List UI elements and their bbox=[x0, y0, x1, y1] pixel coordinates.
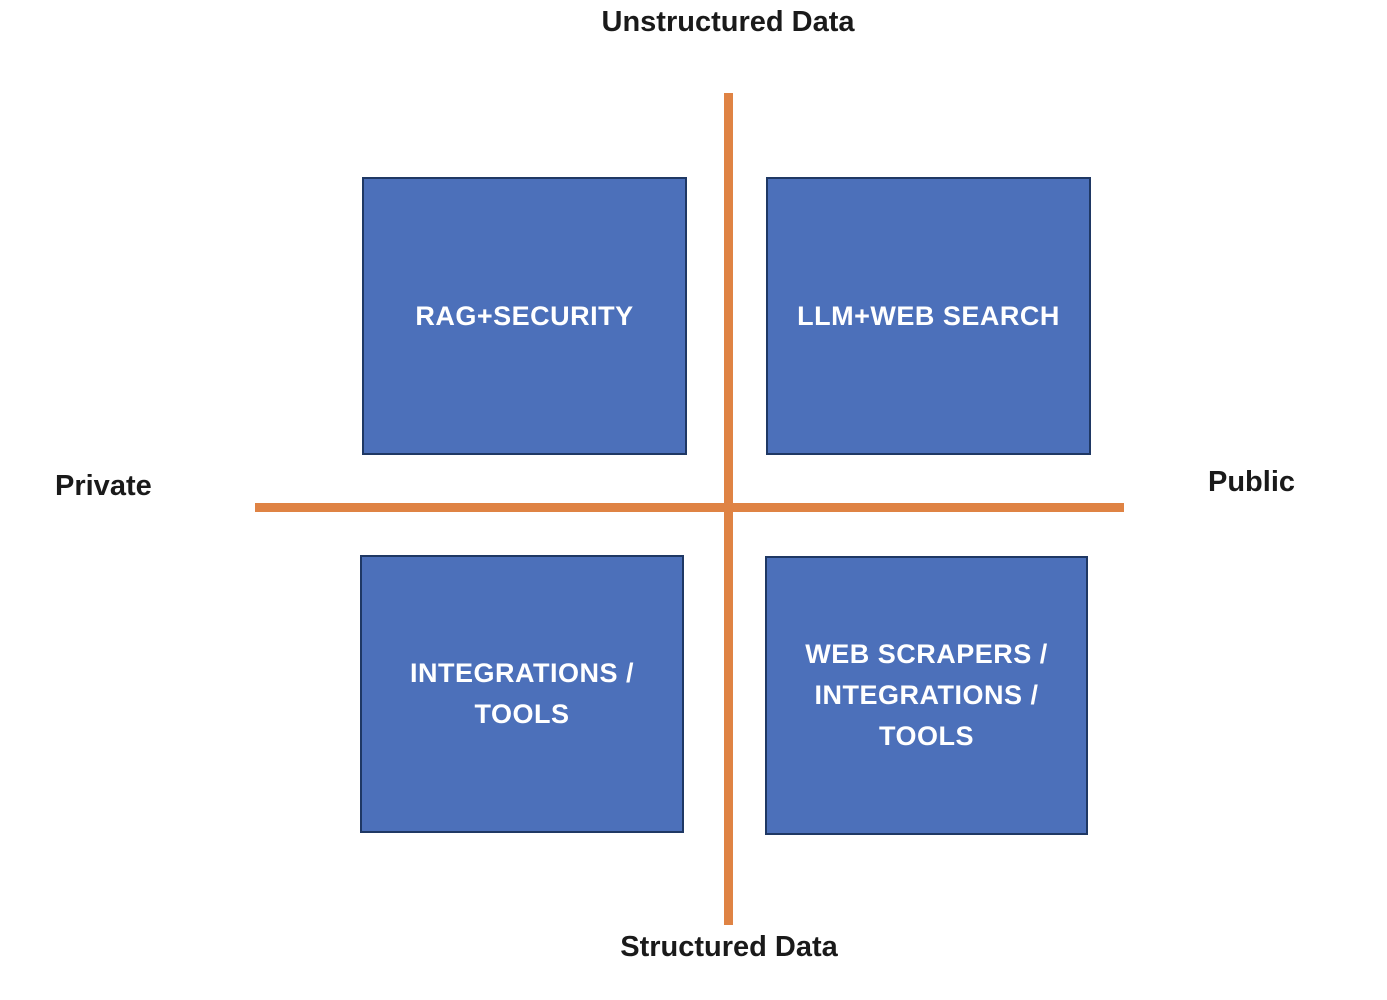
axis-label-left: Private bbox=[55, 470, 152, 502]
axis-label-bottom: Structured Data bbox=[620, 931, 838, 963]
quadrant-label-bottom-right: WEB SCRAPERS / INTEGRATIONS / TOOLS bbox=[805, 639, 1048, 751]
quadrant-box-top-left: RAG+SECURITY bbox=[362, 177, 687, 455]
quadrant-box-bottom-left: INTEGRATIONS / TOOLS bbox=[360, 555, 684, 833]
axis-label-right: Public bbox=[1208, 466, 1296, 498]
quadrant-box-top-right: LLM+WEB SEARCH bbox=[766, 177, 1091, 455]
axis-label-top: Unstructured Data bbox=[601, 6, 855, 38]
quadrant-label-bottom-left: INTEGRATIONS / TOOLS bbox=[409, 658, 634, 729]
horizontal-axis-line bbox=[255, 503, 1124, 512]
quadrant-label-top-right: LLM+WEB SEARCH bbox=[797, 300, 1060, 331]
quadrant-label-top-left: RAG+SECURITY bbox=[415, 300, 634, 331]
quadrant-box-bottom-right: WEB SCRAPERS / INTEGRATIONS / TOOLS bbox=[765, 556, 1088, 835]
